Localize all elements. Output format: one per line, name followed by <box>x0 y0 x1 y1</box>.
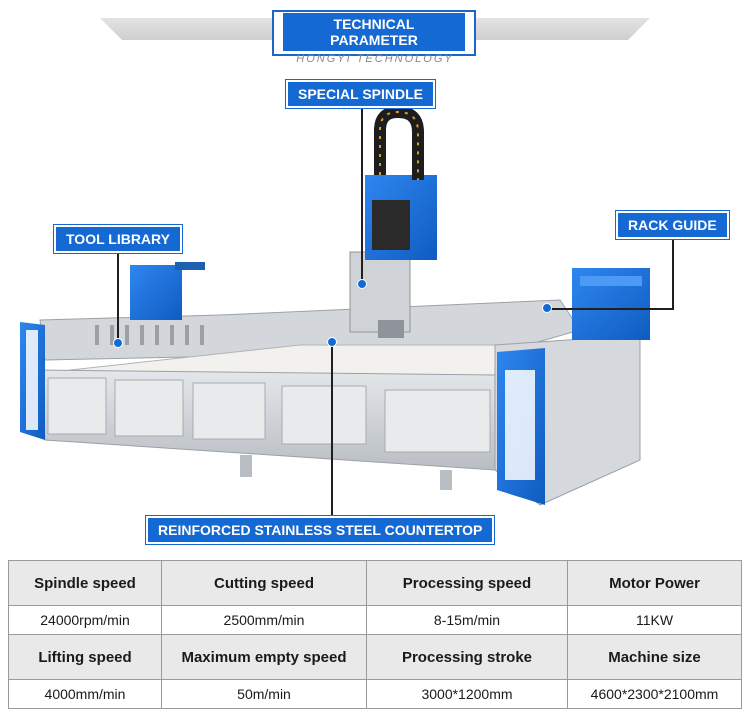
spec-header-processing-stroke: Processing stroke <box>366 634 568 680</box>
spec-header-processing-speed: Processing speed <box>366 560 568 606</box>
page-title-line2: PARAMETER <box>330 32 418 48</box>
spec-header-max-empty-speed: Maximum empty speed <box>161 634 367 680</box>
spec-header-lifting-speed: Lifting speed <box>8 634 162 680</box>
specs-table: Spindle speed Cutting speed Processing s… <box>8 560 742 709</box>
spec-header-spindle-speed: Spindle speed <box>8 560 162 606</box>
spec-value-processing-speed: 8-15m/min <box>366 605 568 635</box>
spec-value-processing-stroke: 3000*1200mm <box>366 679 568 709</box>
spec-value-max-empty-speed: 50m/min <box>161 679 367 709</box>
brand-name: HONGYI TECHNOLOGY <box>296 53 454 65</box>
label-tool-library: TOOL LIBRARY <box>54 225 182 253</box>
table-row: Spindle speed Cutting speed Processing s… <box>8 560 742 606</box>
label-rack-guide: RACK GUIDE <box>616 211 729 239</box>
spec-value-spindle-speed: 24000rpm/min <box>8 605 162 635</box>
tool-library-callout-line <box>117 249 119 341</box>
machine-illustration <box>20 105 650 506</box>
tool-library-callout-dot <box>113 338 123 348</box>
label-special-spindle: SPECIAL SPINDLE <box>286 80 435 108</box>
rack-guide-callout-dot <box>542 303 552 313</box>
page-title-line1: TECHNICAL <box>333 16 415 32</box>
spec-header-motor-power: Motor Power <box>567 560 742 606</box>
countertop-callout-line <box>331 342 333 518</box>
spec-value-cutting-speed: 2500mm/min <box>161 605 367 635</box>
rack-guide-callout-line-v <box>672 236 674 310</box>
special-spindle-callout-dot <box>357 279 367 289</box>
rack-guide-callout-line-h <box>548 308 674 310</box>
special-spindle-callout-line <box>361 104 363 282</box>
spec-value-lifting-speed: 4000mm/min <box>8 679 162 709</box>
spec-value-machine-size: 4600*2300*2100mm <box>567 679 742 709</box>
page-title: TECHNICAL PARAMETER <box>283 13 465 51</box>
spec-header-machine-size: Machine size <box>567 634 742 680</box>
spec-header-cutting-speed: Cutting speed <box>161 560 367 606</box>
table-row: 4000mm/min 50m/min 3000*1200mm 4600*2300… <box>8 679 742 709</box>
countertop-callout-dot <box>327 337 337 347</box>
table-row: 24000rpm/min 2500mm/min 8-15m/min 11KW <box>8 605 742 635</box>
label-countertop: REINFORCED STAINLESS STEEL COUNTERTOP <box>146 516 495 544</box>
spec-value-motor-power: 11KW <box>567 605 742 635</box>
table-row: Lifting speed Maximum empty speed Proces… <box>8 634 742 680</box>
